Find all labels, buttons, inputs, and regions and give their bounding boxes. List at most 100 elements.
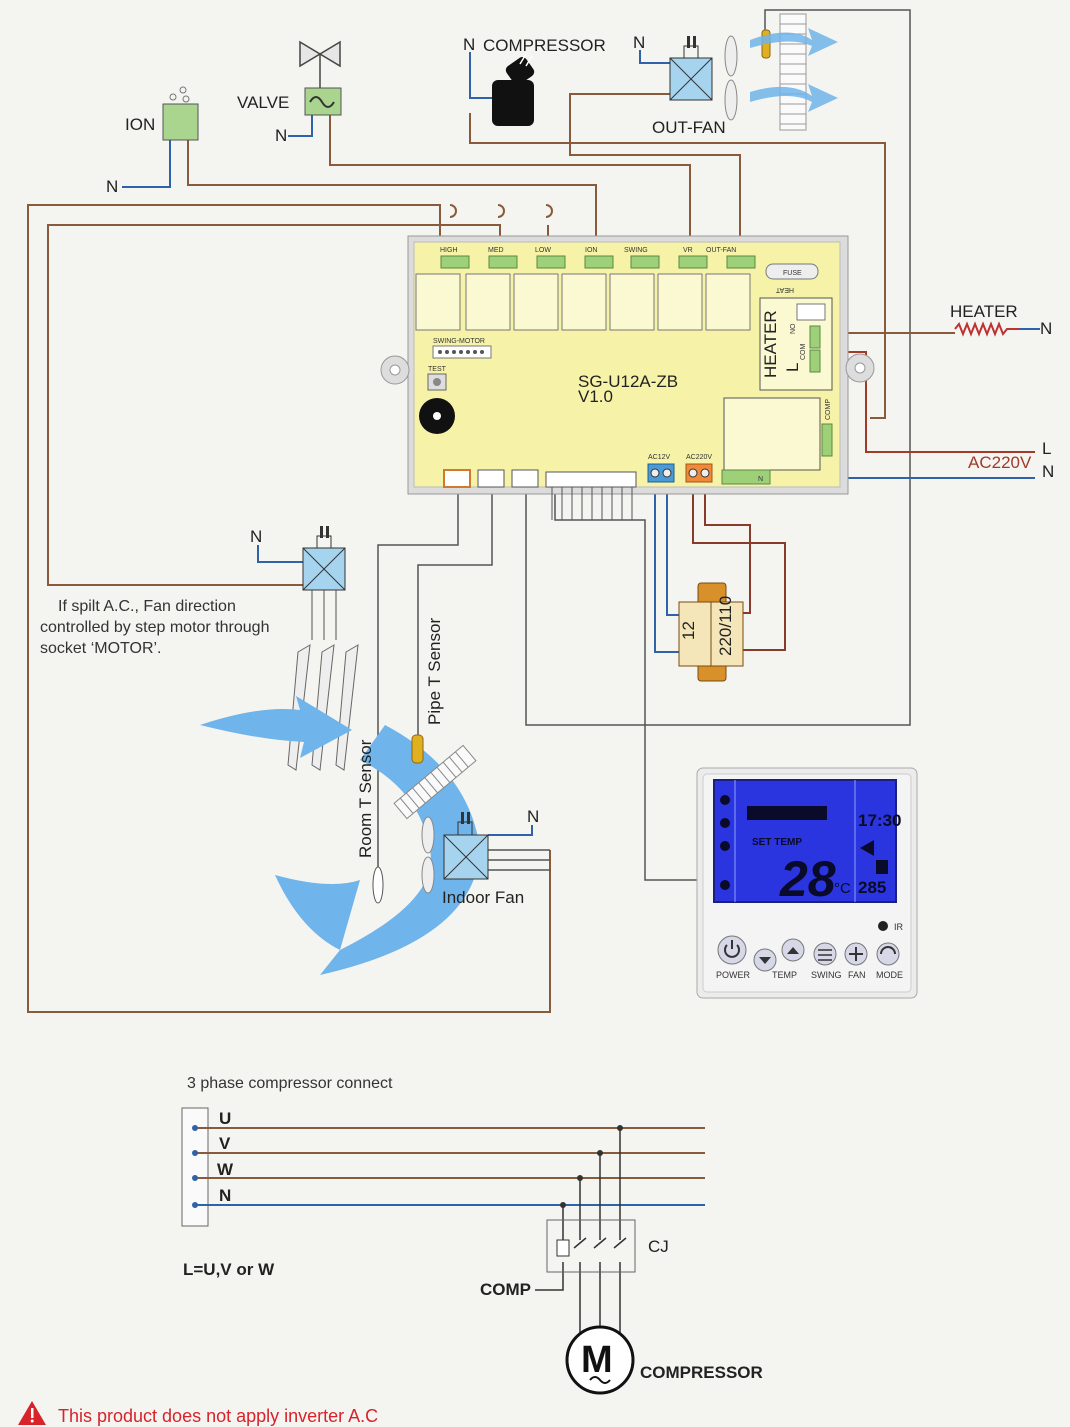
fan-icon bbox=[849, 947, 863, 961]
wire-ac12v-b bbox=[666, 480, 685, 616]
lcd-clock: 17:30 bbox=[858, 811, 901, 830]
wire-swing-n bbox=[257, 545, 305, 563]
ac12v-label: AC12V bbox=[648, 454, 671, 461]
outdoor-coil bbox=[750, 13, 838, 131]
power-button-label: POWER bbox=[716, 970, 751, 980]
wire-indoorfan-n bbox=[488, 825, 533, 836]
ion-n-label: N bbox=[106, 177, 118, 196]
board-comp-relay: COMP bbox=[723, 397, 833, 471]
ion-component: ION N bbox=[106, 86, 199, 196]
wire-ion bbox=[187, 140, 597, 248]
note-line-3: socket ‘MOTOR’. bbox=[40, 640, 162, 657]
ac220v-label: AC220V bbox=[968, 453, 1032, 472]
wire-high-loop bbox=[27, 204, 551, 1013]
room-sensor-label: Room T Sensor bbox=[356, 739, 375, 858]
board-fuse: FUSE HEAT bbox=[765, 263, 819, 293]
wire-indoorfan-lines bbox=[488, 849, 550, 871]
board-relays bbox=[415, 273, 751, 331]
ac12v-terminal: AC12V bbox=[647, 454, 675, 483]
heat-mirrored-label: HEAT bbox=[775, 286, 794, 293]
note-line-1: If spilt A.C., Fan direction bbox=[58, 598, 236, 615]
note-line-2: controlled by step motor through bbox=[40, 619, 269, 636]
wire-outfan bbox=[569, 93, 741, 248]
ir-label: IR bbox=[894, 922, 904, 932]
transformer-primary: 220/110 bbox=[716, 596, 735, 656]
board-terminals: HIGH MED LOW ION SWING VR OUT-FAN bbox=[440, 247, 756, 269]
temp-button-label: TEMP bbox=[772, 970, 797, 980]
wire-controller bbox=[554, 490, 700, 881]
lcd-small-value: 285 bbox=[858, 878, 886, 897]
wire-valve-n bbox=[288, 115, 313, 137]
transformer-secondary: 12 bbox=[679, 621, 698, 640]
wire-compressor-n bbox=[469, 52, 492, 99]
n-terminal: N bbox=[721, 469, 771, 485]
mode-icon bbox=[880, 946, 896, 955]
power-button[interactable]: POWER bbox=[716, 935, 751, 980]
lcd-unit: °C bbox=[834, 880, 851, 897]
pipe-sensor-label: Pipe T Sensor bbox=[425, 618, 444, 725]
valve-n-label: N bbox=[275, 126, 287, 145]
contactor-label: CJ bbox=[648, 1237, 669, 1256]
indoor-fan-n-label: N bbox=[527, 807, 539, 826]
swing-motor: N bbox=[250, 526, 346, 640]
compressor-top-component: COMPRESSOR N bbox=[463, 35, 606, 126]
swing-button[interactable]: SWING bbox=[811, 942, 842, 980]
comp-relay-label: COMP bbox=[825, 399, 832, 420]
indoor-fan: Indoor Fan N bbox=[421, 807, 539, 907]
heater-no-label: NO bbox=[790, 323, 797, 334]
wire-outfan-n bbox=[639, 50, 672, 64]
phase-legend: L=U,V or W bbox=[183, 1260, 275, 1279]
wire-valve bbox=[329, 115, 691, 248]
supply-n-label: N bbox=[1042, 462, 1054, 481]
swing-button-label: SWING bbox=[811, 970, 842, 980]
room-t-sensor: Room T Sensor bbox=[356, 739, 384, 904]
heater-com-label: COM bbox=[800, 344, 807, 361]
outfan-component: OUT-FAN N bbox=[633, 33, 738, 137]
motor-letter: M bbox=[581, 1339, 613, 1381]
terminal-ion-label: ION bbox=[585, 247, 597, 254]
valve-component: VALVE N bbox=[237, 40, 342, 145]
three-phase-section: 3 phase compressor connect U V W N CJ L=… bbox=[181, 1075, 763, 1395]
supply-l-label: L bbox=[1042, 439, 1051, 458]
wire-ac220-tx-a bbox=[692, 480, 786, 651]
compressor-n-label: N bbox=[463, 35, 475, 54]
swing-motor-socket: SWING-MOTOR bbox=[432, 338, 492, 359]
terminal-high-label: HIGH bbox=[440, 247, 458, 254]
outfan-n-label: N bbox=[633, 33, 645, 52]
phase-w-label: W bbox=[217, 1160, 234, 1179]
swing-icon bbox=[818, 949, 832, 961]
buzzer bbox=[419, 398, 455, 434]
swing-motor-label: SWING-MOTOR bbox=[433, 338, 485, 345]
wire-ac220-tx-b bbox=[704, 480, 751, 614]
temp-up-button[interactable] bbox=[781, 938, 805, 962]
fan-button-label: FAN bbox=[848, 970, 866, 980]
heater-n-label: N bbox=[1040, 319, 1052, 338]
indoor-coil bbox=[393, 744, 477, 820]
heater-component: HEATER N bbox=[950, 302, 1052, 338]
lcd-set-temp: SET TEMP bbox=[752, 837, 802, 848]
ac220v-terminal: AC220V bbox=[685, 454, 713, 483]
swing-louvers bbox=[287, 644, 359, 771]
contactor-cj: CJ bbox=[546, 1219, 669, 1273]
ac220v-board-label: AC220V bbox=[686, 454, 712, 461]
board-bottom-connectors bbox=[443, 469, 637, 520]
lcd-temperature: 28 bbox=[779, 851, 836, 907]
warning-banner: This product does not apply inverter A.C bbox=[18, 1401, 378, 1426]
fan-button[interactable]: FAN bbox=[844, 942, 868, 980]
compressor-motor-label: COMPRESSOR bbox=[640, 1363, 763, 1382]
wired-controller: SET TEMP 28 °C 17:30 285 IR POWER TEMP S… bbox=[696, 767, 918, 999]
temp-down-button[interactable] bbox=[753, 948, 777, 972]
wire-outfan-frame bbox=[525, 9, 911, 726]
ion-label: ION bbox=[125, 115, 155, 134]
wires bbox=[27, 9, 1040, 1013]
valve-label: VALVE bbox=[237, 93, 289, 112]
terminal-vr-label: VR bbox=[683, 247, 693, 254]
board-model: SG-U12A-ZB bbox=[578, 372, 678, 391]
heater-label: HEATER bbox=[950, 302, 1018, 321]
compressor-motor: M COMPRESSOR bbox=[565, 1325, 763, 1395]
wire-ion-n bbox=[122, 140, 171, 188]
power-icon bbox=[724, 940, 740, 958]
mode-button[interactable]: MODE bbox=[876, 942, 903, 980]
wire-med-loop bbox=[47, 224, 501, 586]
